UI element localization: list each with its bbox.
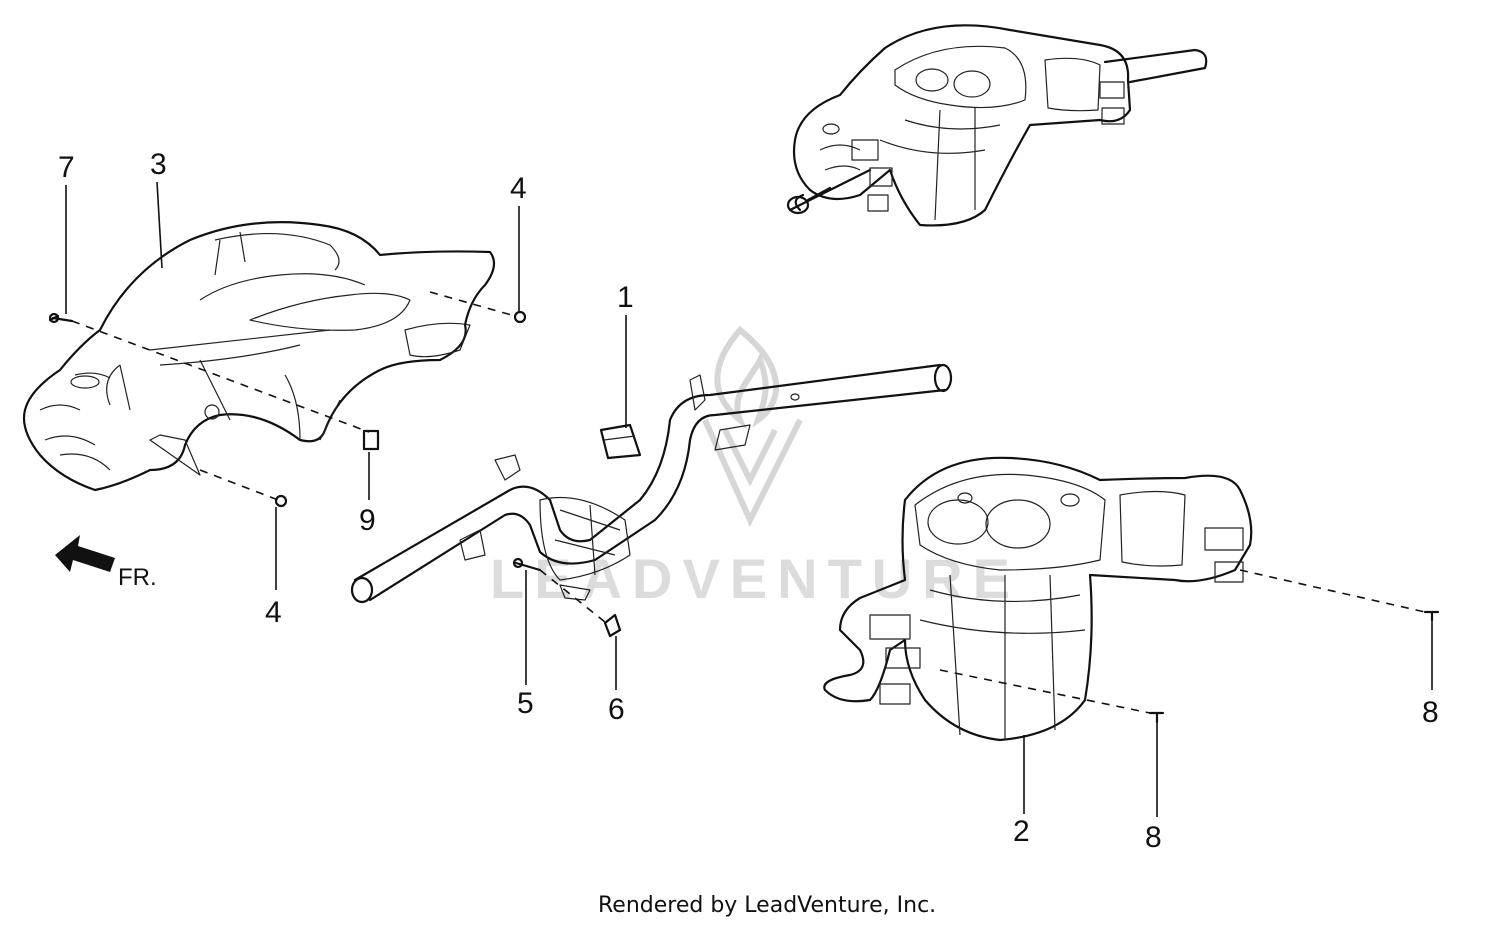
callout-8-right: 8 [1422,696,1439,729]
callout-5: 5 [517,687,534,720]
arrow-left-icon [55,535,115,572]
clip-9 [362,429,380,451]
front-direction-indicator: FR. [55,535,157,591]
callout-3: 3 [150,148,167,181]
callout-4-lower: 4 [265,596,282,629]
callout-7: 7 [58,151,75,184]
callout-1: 1 [617,281,634,314]
callouts: 7 3 4 1 9 4 5 6 2 8 8 [58,148,1439,854]
leader-lines [65,181,1433,817]
front-handlebar-cover-part-3 [22,221,496,492]
callout-9: 9 [359,504,376,537]
rear-handlebar-cover-part-2 [823,456,1253,742]
clip-6 [603,613,622,638]
callout-4-upper: 4 [510,172,527,205]
handlebar-part-1 [350,363,953,604]
callout-6: 6 [608,693,625,726]
handlebar-cover-assembled-view [786,24,1208,227]
screw-7 [48,312,74,324]
callout-2: 2 [1013,815,1030,848]
screw-8-bottom [1148,711,1165,724]
screw-8-right [1423,610,1440,622]
screw-5 [512,557,542,572]
watermark-logo-icon [702,325,803,527]
footer-credit: Rendered by LeadVenture, Inc. [598,893,936,918]
callout-8-bottom: 8 [1145,821,1162,854]
screw-4-lower [274,494,288,508]
direction-label: FR. [118,564,157,591]
screw-4-upper [513,310,527,324]
